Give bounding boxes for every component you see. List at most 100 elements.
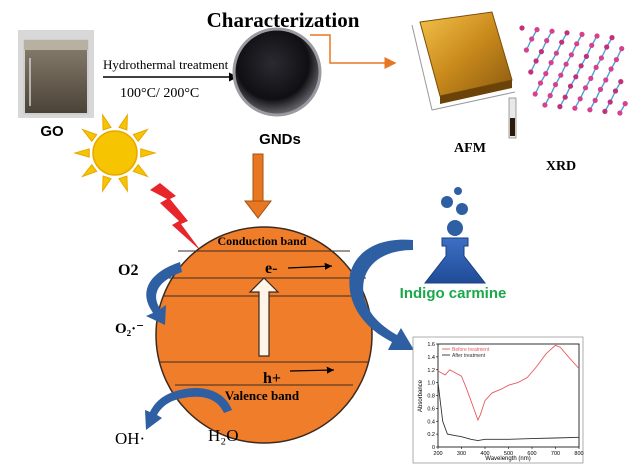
flask-icon	[423, 187, 487, 284]
lattice-atom	[559, 39, 565, 45]
y-tick-label: 0	[432, 445, 435, 451]
x-tick-label: 500	[504, 451, 513, 457]
lattice-atom	[523, 47, 530, 53]
y-tick-label: 1.4	[427, 355, 435, 361]
lattice-atom	[552, 82, 559, 88]
lattice-atom	[583, 53, 590, 60]
lattice-atom	[609, 35, 615, 41]
hole-arrow	[289, 366, 335, 374]
lattice-atom	[582, 85, 589, 91]
xrd-label: XRD	[546, 159, 576, 174]
lattice-atom	[529, 36, 535, 42]
lattice-atom	[544, 38, 550, 44]
lattice-atom	[622, 101, 628, 107]
sun-ray	[73, 148, 90, 158]
afm-image	[411, 11, 517, 139]
lattice-atom	[547, 93, 553, 99]
lattice-atom	[588, 75, 594, 81]
sun-ray	[102, 113, 112, 131]
lattice-atom	[562, 94, 568, 100]
chart-y-axis-label: Absorbance	[418, 379, 424, 412]
o2-label: O2	[118, 262, 138, 279]
x-tick-label: 400	[480, 451, 489, 457]
lattice-atom	[542, 102, 548, 108]
chart-frame	[412, 336, 584, 464]
go-beaker-image	[18, 30, 94, 118]
lattice-atom	[543, 71, 549, 77]
y-tick-label: 0.8	[427, 394, 435, 400]
lattice-atom	[589, 42, 595, 49]
lattice-atom	[558, 72, 564, 78]
lattice-atom	[573, 74, 579, 80]
lattice-atom	[604, 44, 610, 50]
hole-label: h+	[263, 370, 281, 387]
sun-icon	[73, 113, 157, 193]
lattice-atom	[592, 97, 598, 103]
x-tick-label: 800	[574, 451, 583, 457]
go-label: GO	[40, 123, 64, 140]
treatment-label: Hydrothermal treatment	[103, 57, 229, 72]
indigo-carmine-label: Indigo carmine	[400, 285, 507, 302]
chart-x-axis-label: Wavelength (nm)	[485, 456, 530, 462]
sun-ray	[140, 148, 157, 158]
lattice-atom	[607, 99, 613, 105]
sun-ray	[81, 163, 98, 178]
legend-label: After treatment	[452, 353, 486, 359]
hydroxyl-label: OH·	[115, 429, 145, 448]
lattice-atom	[619, 46, 625, 52]
lattice-atom	[548, 60, 554, 66]
lattice-atom	[567, 83, 574, 89]
lattice-atom	[598, 55, 605, 61]
lattice-atom	[594, 33, 600, 39]
sun-ray	[118, 175, 128, 193]
y-tick-label: 1.0	[427, 381, 435, 387]
lattice-atom	[579, 31, 585, 37]
sun-ray	[102, 175, 112, 193]
lattice-atom	[593, 64, 599, 70]
y-tick-label: 1.2	[427, 368, 435, 374]
lattice-atom	[612, 88, 619, 94]
lattice-atom	[572, 105, 578, 111]
superoxide-label: O₂·⁻	[115, 321, 144, 337]
sun-ray	[118, 113, 128, 131]
lattice-atom	[564, 30, 570, 36]
lattice-atom	[608, 66, 614, 72]
conduction-band-label: Conduction band	[217, 234, 306, 248]
lattice-atom	[577, 96, 583, 102]
series-line	[437, 344, 580, 422]
gnds-label: GNDs	[259, 131, 301, 148]
temperature-label: 100°C/ 200°C	[120, 86, 199, 101]
lattice-atom	[613, 57, 620, 63]
lattice-atom	[557, 104, 563, 110]
lattice-atom	[537, 80, 544, 86]
lattice-atom	[528, 69, 534, 75]
lattice-atom	[568, 52, 575, 58]
electron-label: e-	[265, 260, 277, 277]
lattice-atom	[553, 50, 560, 56]
lattice-atom	[578, 63, 584, 69]
water-oxidation-arrow	[145, 388, 232, 430]
lattice-atom	[534, 27, 540, 33]
x-tick-label: 200	[433, 451, 442, 457]
x-tick-label: 600	[527, 451, 536, 457]
sun-ray	[132, 128, 149, 143]
lattice-atom	[617, 110, 623, 116]
lattice-atom	[602, 108, 608, 114]
characterization-title: Characterization	[207, 8, 360, 32]
gnds-dish-image	[232, 27, 322, 117]
x-tick-label: 700	[551, 451, 560, 457]
xrd-lattice-image	[519, 25, 628, 116]
o2-reduction-arrow	[146, 262, 182, 325]
lattice-atom	[574, 41, 580, 47]
valence-band-label: Valence band	[225, 388, 300, 403]
sun-ray	[81, 128, 98, 143]
x-tick-label: 300	[457, 451, 466, 457]
lattice-atom	[603, 77, 609, 83]
lattice-atom	[587, 107, 593, 113]
lattice-atom	[549, 28, 555, 34]
characterization-connector	[310, 34, 397, 69]
lattice-atom	[533, 58, 539, 64]
